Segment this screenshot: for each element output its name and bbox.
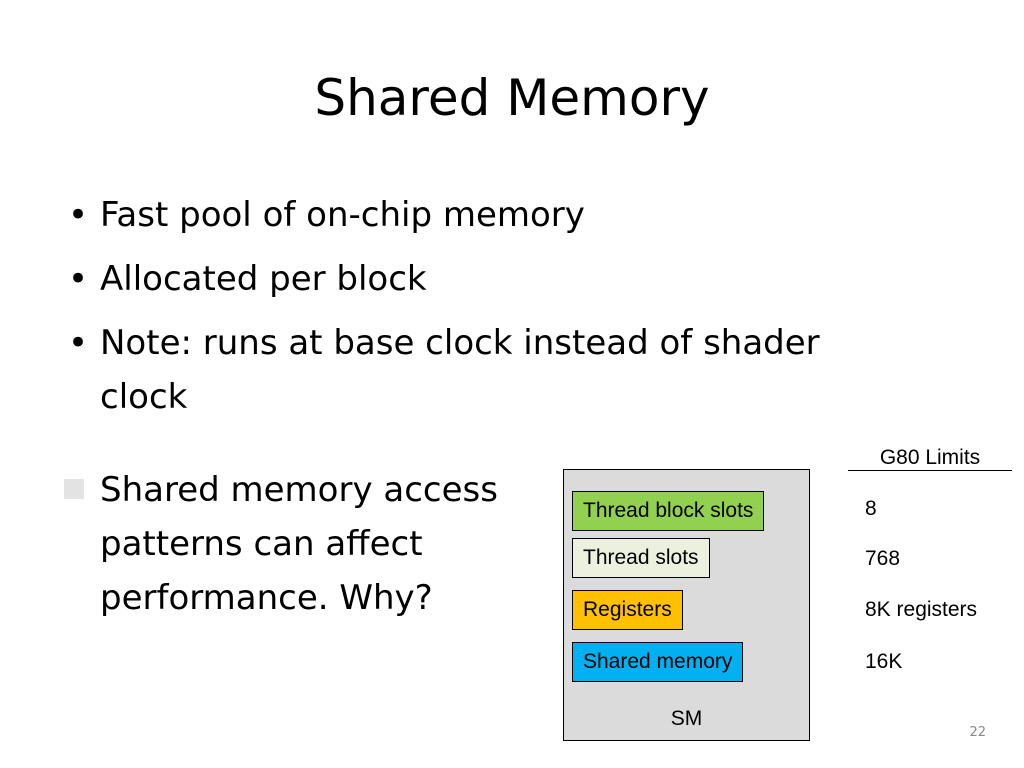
- bullet-text: Fast pool of on-chip memory: [100, 195, 585, 235]
- limit-thread-block-slots: 8: [865, 497, 877, 520]
- sub-bullet-text: Shared memory access patterns can affect…: [100, 470, 498, 618]
- slide-title: Shared Memory: [314, 69, 710, 127]
- limit-registers: 8K registers: [865, 598, 978, 621]
- bullet-list: • Fast pool of on-chip memory • Allocate…: [60, 188, 900, 434]
- bullet-text: Note: runs at base clock instead of shad…: [100, 323, 820, 417]
- page-number: 22: [969, 725, 986, 740]
- bullet-item: • Allocated per block: [60, 252, 900, 306]
- limits-header: G80 Limits: [848, 446, 1012, 471]
- sm-label: SM: [670, 707, 703, 730]
- sm-item-shared-memory: Shared memory: [572, 642, 744, 682]
- bullet-item: • Note: runs at base clock instead of sh…: [60, 316, 900, 424]
- bullet-item: • Fast pool of on-chip memory: [60, 188, 900, 242]
- sub-bullet: Shared memory access patterns can affect…: [60, 463, 500, 625]
- limit-shared-memory: 16K: [865, 650, 903, 673]
- square-bullet-icon: [64, 479, 84, 499]
- bullet-dot-icon: •: [68, 259, 89, 299]
- sm-item-registers: Registers: [572, 590, 683, 630]
- sm-item-thread-block-slots: Thread block slots: [572, 491, 765, 531]
- sm-item-thread-slots: Thread slots: [572, 538, 710, 578]
- bullet-dot-icon: •: [68, 323, 89, 363]
- bullet-dot-icon: •: [68, 195, 89, 235]
- sm-diagram-box: Thread block slots Thread slots Register…: [563, 469, 810, 741]
- bullet-text: Allocated per block: [100, 259, 427, 299]
- limit-thread-slots: 768: [865, 547, 901, 570]
